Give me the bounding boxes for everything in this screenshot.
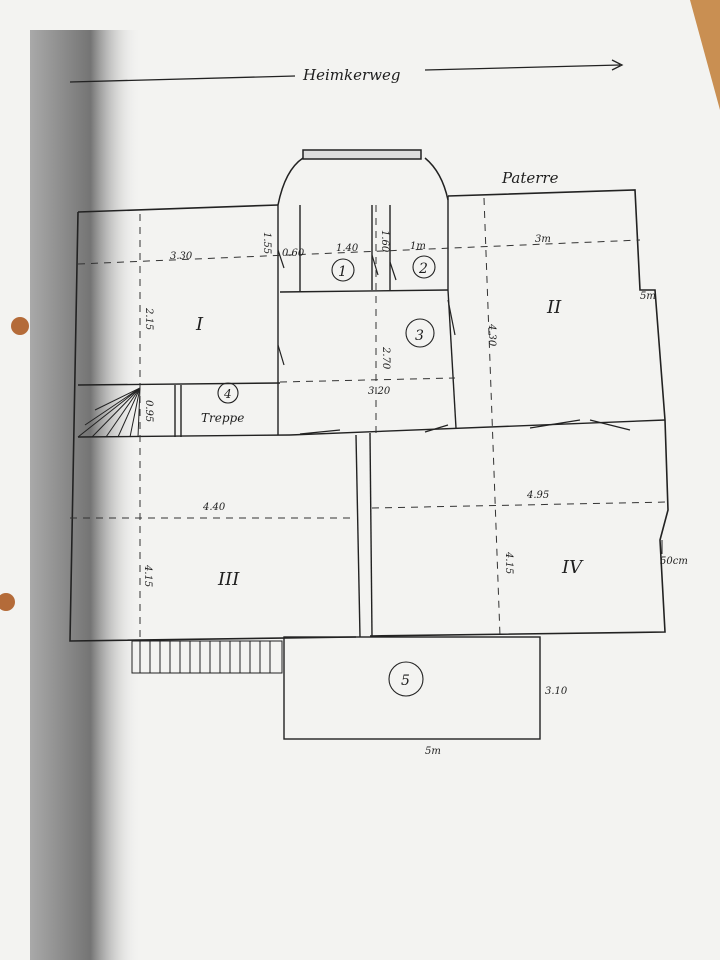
dim-3-10: 3.10 <box>545 686 568 697</box>
street-label: Heimkerweg <box>302 66 400 84</box>
room-1-label: 1 <box>338 264 347 280</box>
outer-walls <box>69 189 669 642</box>
interior-walls <box>77 196 666 638</box>
room-IV-label: IV <box>561 557 584 578</box>
dim-3-30: 3.30 <box>170 251 193 262</box>
dim-2-70: 2.70 <box>380 346 391 370</box>
dim-3m: 3m <box>535 234 551 245</box>
dim-3-20: 3.20 <box>368 386 391 397</box>
floor-label: Paterre <box>501 169 559 187</box>
punch-hole-top <box>11 317 29 335</box>
dim-4-15-left: 4.15 <box>142 564 153 587</box>
dim-5m-right: 5m <box>640 291 656 302</box>
dim-4-40: 4.40 <box>202 502 226 513</box>
dim-5m-bottom: 5m <box>425 746 441 757</box>
dimension-lines <box>70 197 669 640</box>
room-I-label: I <box>195 314 204 335</box>
dim-1-60: 1.60 <box>379 230 390 253</box>
terrace-steps <box>131 640 283 674</box>
punch-hole-bottom <box>0 593 15 611</box>
dim-4-15-right: 4.15 <box>503 551 514 574</box>
dim-4-95: 4.95 <box>526 490 549 501</box>
dim-50cm: 50cm <box>660 556 688 567</box>
room-5-label: 5 <box>401 673 410 689</box>
room-II-label: II <box>546 297 562 318</box>
room-4-label: 4 <box>223 387 232 401</box>
bay-window <box>277 149 449 206</box>
terrace <box>283 636 541 740</box>
door-swings <box>277 249 631 435</box>
binder-shadow <box>30 30 140 960</box>
dim-2-15: 2.15 <box>143 307 154 330</box>
dim-0-95: 0.95 <box>143 400 154 422</box>
room-3-label: 3 <box>415 328 424 344</box>
dim-1-55: 1.55 <box>261 232 272 254</box>
room-2-label: 2 <box>418 261 428 277</box>
stairs-label: Treppe <box>201 411 244 425</box>
room-III-label: III <box>217 569 240 590</box>
room-number-circles <box>217 255 436 697</box>
dim-0-60: 0.60 <box>282 248 305 259</box>
street-arrow <box>69 59 624 83</box>
dim-1m: 1m <box>410 241 426 252</box>
dim-4-30: 4.30 <box>486 323 497 347</box>
dim-1-40: 1.40 <box>336 243 359 254</box>
